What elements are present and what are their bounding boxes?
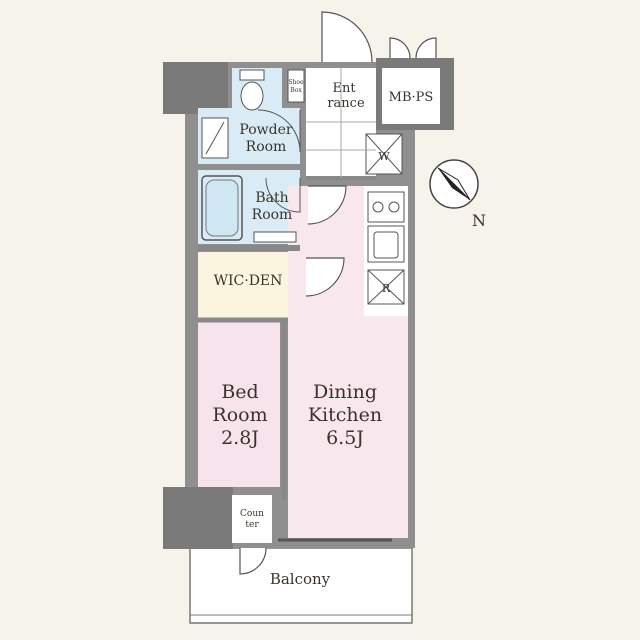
washer-label: W <box>378 150 390 163</box>
entrance-label-line1: Ent <box>332 81 356 96</box>
washer-x2 <box>365 133 403 175</box>
dining-door-swing <box>307 185 347 225</box>
bath-room-label-line1: Bath <box>255 190 288 206</box>
mbps-door-left <box>389 37 411 59</box>
bath-door-swing <box>265 177 301 213</box>
bed-room <box>198 322 280 487</box>
bed-room-label-line2: Room <box>212 404 267 426</box>
refrigerator-label: R <box>382 282 391 295</box>
compass-north-label: N <box>472 211 486 230</box>
mbps-door-right <box>415 37 437 59</box>
stove <box>367 191 405 223</box>
kitchen-sink <box>367 225 405 263</box>
dining-kitchen-label-line3: 6.5J <box>326 427 364 449</box>
bathtub-inner <box>205 179 239 237</box>
pillar-top-left <box>163 62 228 114</box>
balcony-area <box>189 547 413 624</box>
bed-room-label-line3: 2.8J <box>221 427 259 449</box>
counter-label-line2: ter <box>245 520 259 530</box>
entrance-label-line2: rance <box>327 96 365 111</box>
dining-kitchen-label-line2: Kitchen <box>308 404 382 426</box>
counter-door-swing <box>239 547 267 575</box>
shoe-box-label-line2: Box <box>290 87 302 94</box>
den-door-swing <box>305 257 345 297</box>
dining-kitchen-label-line1: Dining <box>313 381 377 403</box>
mbps-room <box>382 68 440 124</box>
counter-closet <box>232 495 272 543</box>
bed-room-label-line1: Bed <box>221 381 258 403</box>
kitchen-sink-basin <box>373 231 399 259</box>
wic-den-room <box>198 252 300 318</box>
sink-diagonal <box>205 121 225 155</box>
burner-2 <box>388 201 400 213</box>
toilet-tank <box>239 69 265 81</box>
bath-vanity <box>253 231 297 243</box>
counter-label-line1: Coun <box>240 509 264 519</box>
refrigerator-x2 <box>367 269 405 305</box>
powder-door-swing <box>257 109 301 153</box>
toilet-bowl <box>240 81 264 111</box>
bath-room-label-line2: Room <box>252 207 293 223</box>
powder-room-label-line1: Powder <box>239 122 293 138</box>
pillar-bottom-left <box>163 487 233 549</box>
compass-icon: N <box>429 159 486 230</box>
shoe-box <box>287 69 305 103</box>
powder-room-label-line2: Room <box>246 139 287 155</box>
balcony-label: Balcony <box>270 570 331 588</box>
entrance-door-swing <box>321 11 373 63</box>
wic-den-label: WIC·DEN <box>214 273 283 289</box>
burner-1 <box>372 201 384 213</box>
mbps-label: MB·PS <box>389 90 434 105</box>
shoe-box-label-line1: Shoe <box>288 79 304 86</box>
